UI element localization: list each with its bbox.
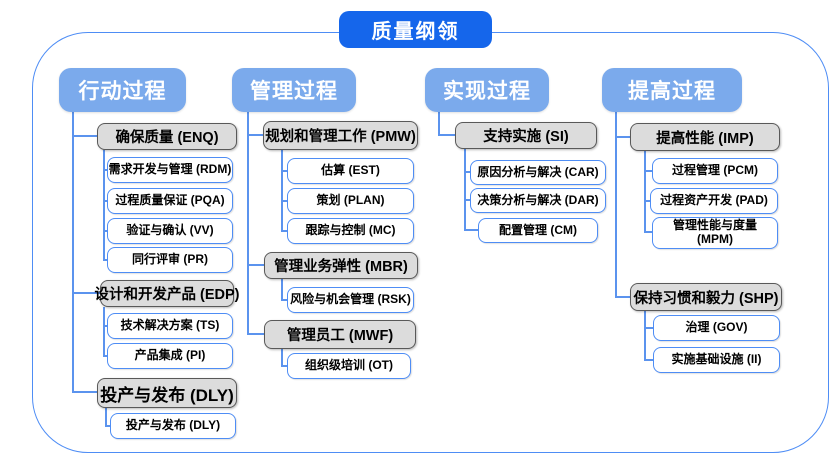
node-est: 估算 (EST)	[287, 158, 414, 184]
connector-line	[247, 264, 264, 266]
node-mbr: 管理业务弹性 (MBR)	[264, 252, 418, 279]
connector-line	[464, 229, 478, 231]
connector-line	[247, 112, 249, 334]
connector-line	[644, 231, 652, 233]
connector-line	[103, 200, 108, 202]
connector-line	[103, 355, 108, 357]
node-mc: 跟踪与控制 (MC)	[287, 218, 414, 244]
node-shp: 保持习惯和毅力 (SHP)	[630, 283, 782, 311]
connector-line	[103, 169, 108, 171]
node-ii: 实施基础设施 (II)	[653, 347, 780, 373]
node-dar: 决策分析与解决 (DAR)	[470, 188, 606, 213]
connector-line	[281, 150, 283, 231]
connector-line	[103, 230, 108, 232]
connector-line	[464, 199, 470, 201]
node-vv: 验证与确认 (VV)	[107, 218, 233, 244]
connector-line	[281, 349, 283, 366]
connector-line	[72, 391, 97, 393]
node-pqa: 过程质量保证 (PQA)	[107, 188, 233, 214]
node-ot: 组织级培训 (OT)	[287, 353, 411, 379]
connector-line	[72, 112, 74, 392]
node-dly: 投产与发布 (DLY)	[97, 378, 237, 408]
node-gov: 治理 (GOV)	[653, 315, 780, 341]
connector-line	[438, 134, 455, 136]
connector-line	[644, 151, 646, 232]
node-pad: 过程资产开发 (PAD)	[650, 188, 778, 214]
connector-line	[103, 307, 105, 357]
node-mwf: 管理员工 (MWF)	[264, 320, 416, 349]
connector-line	[615, 136, 630, 138]
node-rsk: 风险与机会管理 (RSK)	[287, 287, 414, 313]
connector-line	[105, 425, 111, 427]
node-si: 支持实施 (SI)	[455, 122, 597, 149]
column-header-improvement-process: 提高过程	[602, 68, 742, 112]
node-pr: 同行评审 (PR)	[107, 247, 233, 273]
connector-line	[464, 171, 470, 173]
node-pmw: 规划和管理工作 (PMW)	[263, 121, 418, 150]
node-car: 原因分析与解决 (CAR)	[470, 160, 606, 185]
node-enq: 确保质量 (ENQ)	[97, 123, 237, 150]
node-edp: 设计和开发产品 (EDP)	[95, 280, 240, 307]
connector-line	[644, 311, 646, 360]
node-rdm: 需求开发与管理 (RDM)	[107, 157, 233, 183]
connector-line	[438, 112, 440, 135]
connector-line	[72, 135, 97, 137]
node-plan: 策划 (PLAN)	[287, 188, 414, 214]
column-header-action-process: 行动过程	[59, 68, 186, 112]
connector-line	[247, 134, 263, 136]
connector-line	[247, 333, 264, 335]
connector-line	[72, 292, 100, 294]
connector-line	[281, 200, 287, 202]
node-pi: 产品集成 (PI)	[107, 343, 233, 369]
connector-line	[105, 408, 107, 426]
column-header-realization-process: 实现过程	[425, 68, 549, 112]
column-header-management-process: 管理过程	[232, 68, 356, 112]
diagram-title: 质量纲领	[339, 11, 492, 48]
node-pcm: 过程管理 (PCM)	[652, 158, 778, 184]
connector-line	[103, 325, 108, 327]
connector-line	[281, 230, 287, 232]
connector-line	[103, 259, 108, 261]
connector-line	[281, 299, 287, 301]
connector-line	[644, 327, 653, 329]
node-cm: 配置管理 (CM)	[478, 218, 598, 243]
node-mpm: 管理性能与度量 (MPM)	[652, 217, 778, 249]
connector-line	[281, 279, 283, 300]
connector-line	[615, 112, 617, 297]
connector-line	[644, 170, 652, 172]
connector-line	[615, 296, 630, 298]
connector-line	[281, 365, 287, 367]
connector-line	[103, 150, 105, 260]
node-dly-child: 投产与发布 (DLY)	[110, 413, 236, 439]
connector-line	[281, 170, 287, 172]
connector-line	[644, 359, 653, 361]
connector-line	[464, 149, 466, 230]
node-imp: 提高性能 (IMP)	[630, 123, 780, 151]
connector-line	[644, 200, 650, 202]
node-ts: 技术解决方案 (TS)	[107, 313, 233, 339]
